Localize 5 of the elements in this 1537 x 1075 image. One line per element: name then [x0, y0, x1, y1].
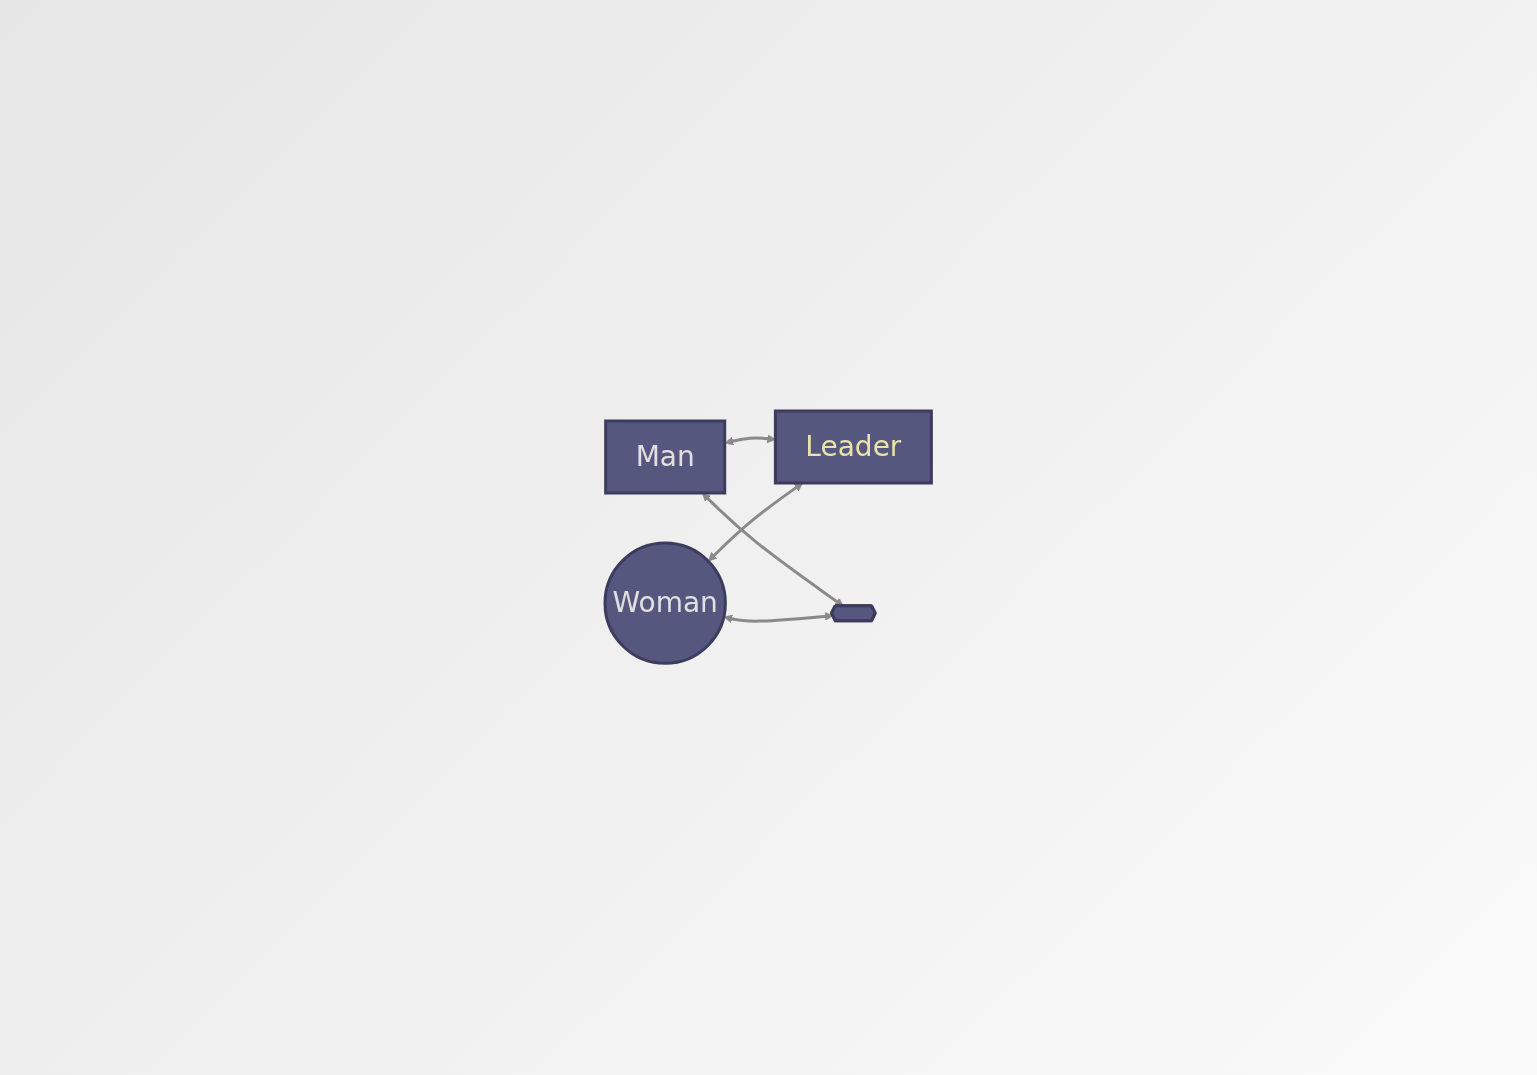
node-box: Leader — [774, 409, 934, 485]
node-box: Man — [604, 419, 727, 495]
arrow — [724, 612, 834, 624]
arrow — [702, 493, 844, 607]
node-circle: Woman — [603, 541, 728, 666]
